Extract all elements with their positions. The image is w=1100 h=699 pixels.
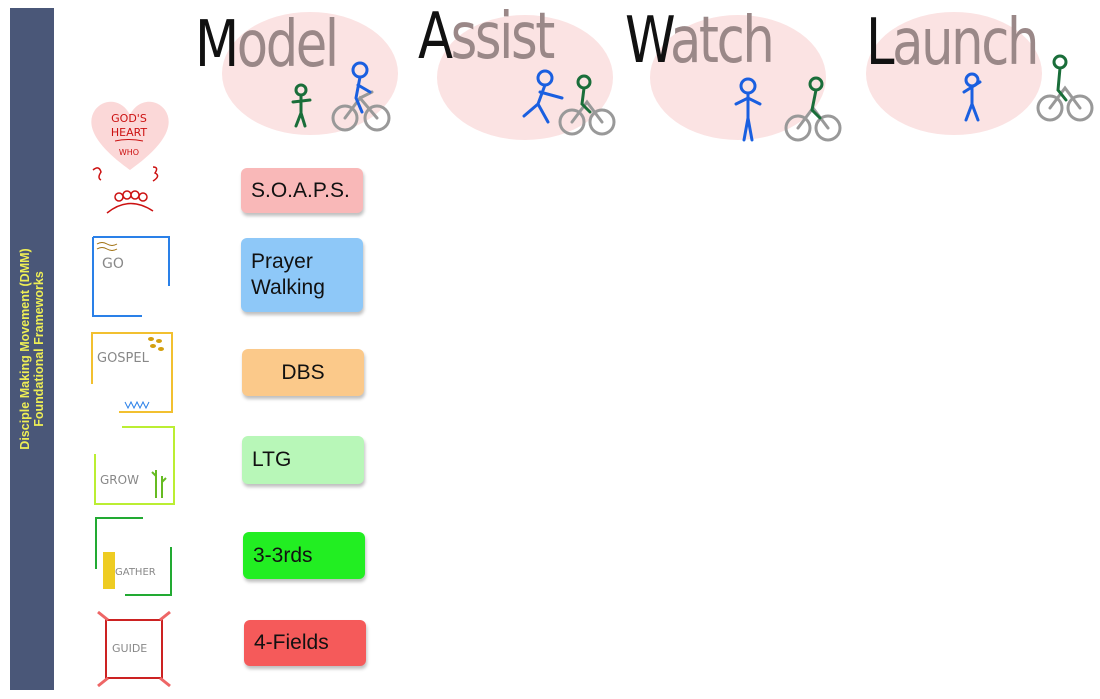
launch-ellipse <box>866 12 1042 135</box>
person-icon <box>1052 54 1068 102</box>
dbs-box[interactable]: DBS <box>242 349 364 396</box>
sidebar-line2: Foundational Frameworks <box>32 271 46 427</box>
guide-icon: GUIDE <box>97 610 171 688</box>
ltg-box[interactable]: LTG <box>242 436 364 484</box>
svg-text:GO: GO <box>102 256 124 272</box>
bike-icon <box>331 90 391 132</box>
soaps-box[interactable]: S.O.A.P.S. <box>241 168 363 213</box>
stage-launch: Launch <box>866 6 1039 80</box>
go-icon: GO <box>92 236 170 317</box>
svg-text:HEART: HEART <box>111 126 148 139</box>
person-icon <box>522 69 564 124</box>
box-label: S.O.A.P.S. <box>251 178 350 202</box>
grow-icon: GROW <box>94 426 175 505</box>
sidebar <box>10 8 54 690</box>
prayer-walking-box[interactable]: Prayer Walking <box>241 238 363 312</box>
svg-text:WHO: WHO <box>119 148 139 157</box>
svg-text:GROW: GROW <box>100 473 139 487</box>
bike-icon <box>558 99 616 136</box>
person-icon <box>576 74 592 114</box>
svg-text:GOD'S: GOD'S <box>111 112 147 125</box>
gospel-icon: GOSPEL <box>91 332 173 413</box>
stage-assist: Assist <box>418 0 555 74</box>
person-icon <box>962 72 982 122</box>
sidebar-title: Disciple Making Movement (DMM)Foundation… <box>18 248 46 449</box>
box-label: 3-3rds <box>253 543 313 567</box>
box-label: 4-Fields <box>254 631 329 654</box>
svg-text:GUIDE: GUIDE <box>112 642 147 655</box>
person-icon <box>291 83 312 128</box>
stage-watch: Watch <box>625 4 775 78</box>
bike-icon <box>1036 85 1094 122</box>
stick-figures-illustration <box>291 54 1094 142</box>
watch-ellipse <box>650 15 826 140</box>
box-label: LTG <box>252 448 292 471</box>
gods-heart-icon: GOD'S HEART WHO <box>91 101 169 214</box>
svg-text:GOSPEL: GOSPEL <box>97 351 150 366</box>
model-ellipse <box>222 12 398 135</box>
box-label: DBS <box>281 360 325 384</box>
person-icon <box>808 76 824 120</box>
person-icon <box>734 77 762 142</box>
person-icon <box>351 61 372 114</box>
gather-icon: GATHER <box>95 517 172 596</box>
stage-model: Model <box>195 8 339 82</box>
svg-text:GATHER: GATHER <box>115 567 156 578</box>
sidebar-line1: Disciple Making Movement (DMM) <box>18 248 32 450</box>
four-fields-box[interactable]: 4-Fields <box>244 620 366 666</box>
three-thirds-box[interactable]: 3-3rds <box>243 532 365 579</box>
box-label: Prayer Walking <box>251 250 325 299</box>
